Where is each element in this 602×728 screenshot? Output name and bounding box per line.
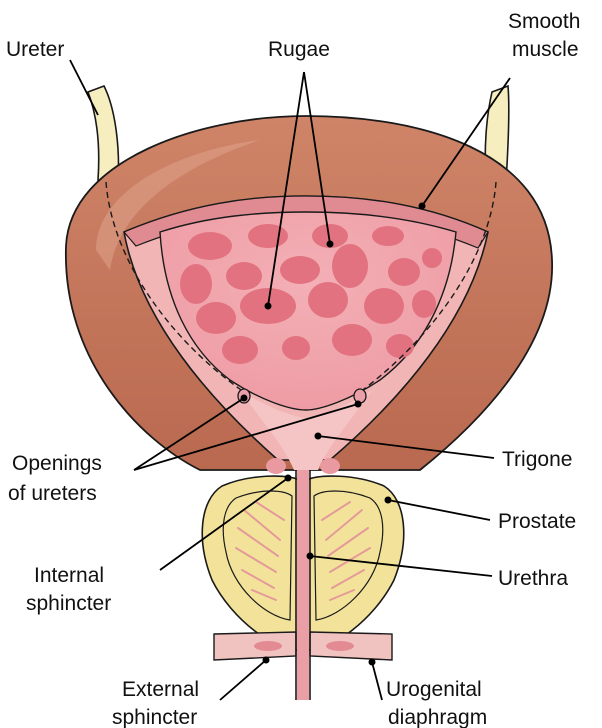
label-internal-line2: sphincter [26, 592, 111, 615]
label-external-line2: sphincter [112, 706, 197, 728]
internal-sphincter-right [320, 458, 340, 474]
label-smooth-muscle-line1: Smooth [508, 10, 580, 33]
internal-sphincter-left [266, 458, 286, 474]
label-openings-line2: of ureters [8, 482, 97, 505]
label-internal-line1: Internal [34, 564, 104, 587]
label-ureter: Ureter [6, 38, 64, 61]
urethra [296, 470, 310, 700]
label-trigone: Trigone [502, 448, 572, 471]
label-urogenital-line2: diaphragm [388, 706, 487, 728]
label-urogenital-line1: Urogenital [386, 678, 482, 701]
label-external-line1: External [122, 678, 199, 701]
right-ureter-opening [354, 389, 366, 403]
label-rugae: Rugae [268, 38, 330, 61]
label-urethra: Urethra [498, 567, 568, 590]
label-smooth-muscle-line2: muscle [512, 38, 579, 61]
label-openings-line1: Openings [12, 452, 102, 475]
label-prostate: Prostate [498, 510, 576, 533]
